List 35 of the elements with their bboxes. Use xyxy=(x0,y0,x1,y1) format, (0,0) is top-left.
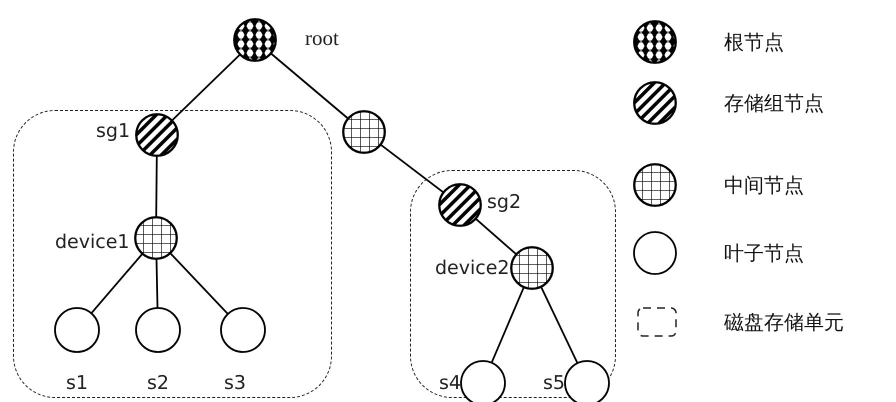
node-label: device2 xyxy=(435,257,510,279)
storage-group-circle xyxy=(134,112,180,158)
node-label: device1 xyxy=(55,231,130,253)
connector-line xyxy=(171,54,241,122)
node-label: s5 xyxy=(543,372,565,394)
storage-group-circle xyxy=(436,182,482,228)
connector-line xyxy=(380,144,444,194)
intermediate-node-circle xyxy=(508,244,554,290)
intermediate-node-circle xyxy=(341,109,387,155)
node-label: s4 xyxy=(439,372,461,394)
leaf-node-circle xyxy=(218,306,266,354)
legend-label: 磁盘存储单元 xyxy=(724,310,844,334)
leaf-node-circle xyxy=(52,306,100,354)
connector-line xyxy=(155,156,158,217)
connector-line xyxy=(540,286,578,364)
legend-label: 叶子节点 xyxy=(724,241,804,265)
node-label: root xyxy=(305,27,339,49)
node-label: s2 xyxy=(147,372,169,394)
node-label: s1 xyxy=(66,372,88,394)
connector-line xyxy=(156,258,158,308)
connector-line xyxy=(490,286,525,364)
connector-line xyxy=(475,218,517,255)
legend-label: 根节点 xyxy=(724,30,784,54)
connector-line xyxy=(90,253,143,314)
node-label: sg2 xyxy=(487,191,522,213)
legend-label: 中间节点 xyxy=(724,173,804,197)
leaf-node-circle xyxy=(134,306,182,354)
dashed-group-box xyxy=(13,110,332,398)
connector-line xyxy=(270,52,349,120)
connector-line xyxy=(170,252,229,315)
root-node-circle xyxy=(232,17,278,63)
node-label: s3 xyxy=(224,372,246,394)
node-label: sg1 xyxy=(96,120,130,142)
legend-label: 存储组节点 xyxy=(724,91,824,115)
intermediate-node-circle xyxy=(132,214,178,260)
